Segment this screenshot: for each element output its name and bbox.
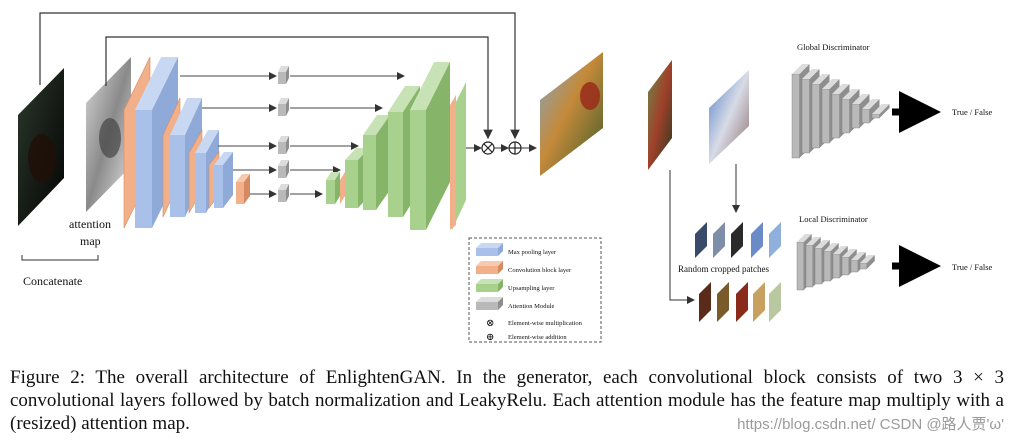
attention-module-5: [278, 184, 289, 202]
attention-module-4: [278, 160, 289, 178]
add-symbol: ⊕: [486, 332, 494, 343]
random-patches-label: Random cropped patches: [678, 264, 769, 274]
enhanced-to-patches-arrow: [669, 170, 695, 304]
encoder-block-5: [236, 174, 250, 204]
multiply-symbol: ⊗: [486, 318, 494, 329]
decoder-block-1: [326, 172, 345, 204]
attention-label: attention: [69, 217, 111, 231]
local-discriminator: [796, 234, 875, 291]
legend-box: [468, 237, 602, 343]
disc-input-enhanced-image: [648, 60, 672, 170]
local-disc-label: Local Discriminator: [799, 214, 868, 224]
architecture-diagram: attention map Concatenate Max pooling la…: [18, 12, 993, 343]
legend-label-multiplication: Element-wise multiplication: [508, 320, 583, 327]
legend-convolution: Convolution block layer: [476, 261, 572, 274]
legend-label-addition: Element-wise addition: [508, 334, 567, 341]
attention-module-3: [278, 136, 289, 154]
patches-real-row: [695, 222, 781, 258]
global-discriminator-layer: [871, 104, 890, 119]
patches-enhanced-row: [699, 282, 781, 322]
skip-line-inner: [105, 36, 493, 140]
legend-addition: ⊕ Element-wise addition: [486, 332, 567, 343]
attention-module-2: [278, 98, 289, 116]
multiply-op: [481, 141, 495, 155]
legend-upsampling: Upsampling layer: [476, 279, 555, 292]
legend-label-max-pooling: Max pooling layer: [508, 249, 557, 256]
legend-multiplication: ⊗ Element-wise multiplication: [486, 318, 583, 329]
encoder-block-4: [208, 151, 233, 209]
encoder-block-2: [162, 97, 202, 218]
legend-label-attention: Attention Module: [508, 303, 555, 310]
skip-arrows: [180, 72, 405, 198]
decoder-block-5: [410, 62, 466, 230]
attention-map-blob: [99, 118, 121, 158]
skip-line-outer: [39, 12, 520, 140]
global-discriminator: [791, 64, 890, 159]
global-true-false: True / False: [952, 107, 993, 117]
legend-max-pooling: Max pooling layer: [476, 243, 557, 256]
legend-label-convolution: Convolution block layer: [508, 267, 572, 274]
concatenate-label: Concatenate: [23, 274, 82, 288]
global-disc-label: Global Discriminator: [797, 42, 870, 52]
map-label: map: [80, 234, 101, 248]
add-op: [508, 141, 522, 155]
legend-label-upsampling: Upsampling layer: [508, 285, 555, 292]
figure-caption: Figure 2: The overall architecture of En…: [10, 367, 1004, 434]
attention-module-1: [278, 66, 289, 84]
output-enhanced-image: [540, 52, 603, 176]
output-balloon: [580, 82, 600, 110]
balloon-silhouette: [28, 134, 56, 182]
concatenate-bracket: [21, 255, 99, 261]
watermark: https://blog.csdn.net/ CSDN @路人贾'ω': [737, 416, 1004, 433]
local-true-false: True / False: [952, 262, 993, 272]
legend-attention: Attention Module: [476, 297, 555, 310]
local-discriminator-layer: [859, 255, 875, 270]
disc-input-real-image: [709, 70, 749, 164]
